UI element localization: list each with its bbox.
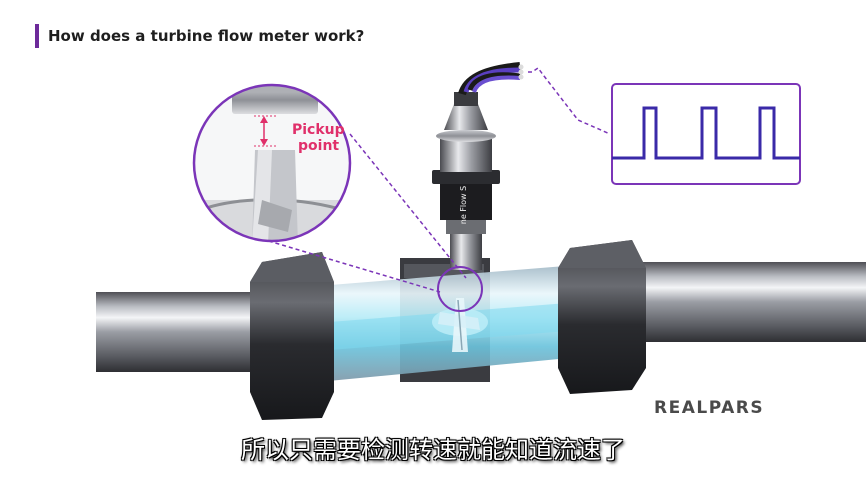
pickup-label-line1: Pickup bbox=[292, 122, 345, 138]
pickup-focus-circle bbox=[437, 266, 483, 312]
video-subtitle: 所以只需要检测转速就能知道流速了 bbox=[241, 436, 625, 464]
realpars-logo: REALPARS bbox=[654, 398, 765, 418]
magnetic-pickup-sensor: ne Flow S bbox=[432, 92, 500, 270]
sensor-cable bbox=[458, 62, 524, 96]
pickup-label-line2: point bbox=[298, 138, 339, 154]
sensor-label: ne Flow S bbox=[459, 186, 468, 224]
left-hex-nut bbox=[250, 252, 334, 420]
outlet-pipe bbox=[610, 262, 866, 342]
inlet-pipe bbox=[96, 292, 276, 372]
square-wave-icon bbox=[612, 106, 800, 160]
zoom-leader-top bbox=[349, 133, 467, 279]
title-accent-bar bbox=[35, 24, 39, 48]
right-hex-nut bbox=[558, 240, 646, 394]
pulse-signal-panel bbox=[611, 83, 801, 185]
zoom-callout: Pickup point bbox=[192, 83, 352, 243]
page-title: How does a turbine flow meter work? bbox=[48, 27, 365, 45]
signal-leader-line bbox=[528, 66, 611, 135]
zoom-leader-bottom bbox=[261, 238, 441, 293]
